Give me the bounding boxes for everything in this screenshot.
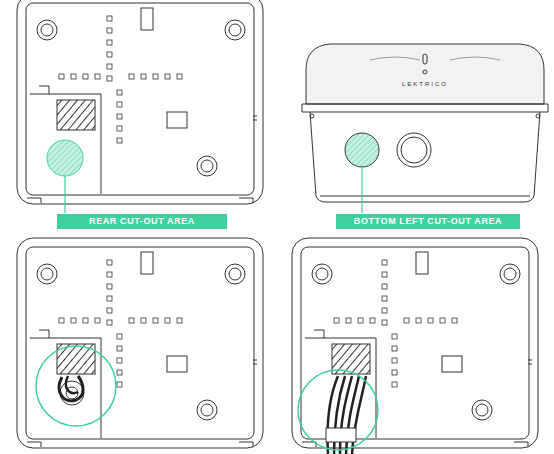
callout-banner: REAR CUT-OUT AREA (57, 214, 227, 229)
banner-text: REAR CUT-OUT AREA (89, 214, 195, 229)
brand-logo: LEKTRICO (402, 81, 448, 87)
banner-text: BOTTOM LEFT CUT-OUT AREA (354, 214, 502, 229)
callout-banner: BOTTOM LEFT CUT-OUT AREA (336, 214, 520, 229)
